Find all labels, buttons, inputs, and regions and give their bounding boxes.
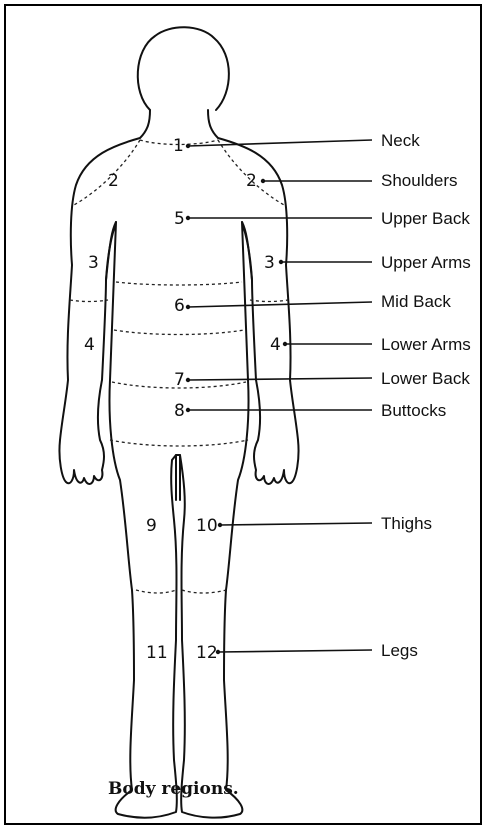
region-number-upper-arms: 3 — [264, 253, 275, 273]
region-number-legs: 12 — [196, 643, 218, 663]
region-number-left-shoulder: 2 — [108, 171, 119, 191]
label-shoulders: Shoulders — [381, 171, 458, 190]
region-number-left-thigh: 9 — [146, 516, 157, 536]
label-lower-back: Lower Back — [381, 369, 470, 388]
label-thighs: Thighs — [381, 514, 432, 533]
region-number-lower-arms: 4 — [270, 335, 281, 355]
label-lower-arms: Lower Arms — [381, 335, 471, 354]
label-upper-arms: Upper Arms — [381, 253, 471, 272]
label-legs: Legs — [381, 641, 418, 660]
region-number-upper-back: 5 — [174, 209, 185, 229]
region-number-neck: 1 — [173, 136, 184, 156]
region-number-mid-back: 6 — [174, 296, 185, 316]
label-neck: Neck — [381, 131, 420, 150]
region-number-left-upper-arm: 3 — [88, 253, 99, 273]
region-number-buttocks: 8 — [174, 401, 185, 421]
diagram-caption: Body regions. — [108, 779, 239, 799]
region-number-left-lower-arm: 4 — [84, 335, 95, 355]
region-number-shoulders: 2 — [246, 171, 257, 191]
region-number-lower-back: 7 — [174, 370, 185, 390]
leader-dots — [186, 144, 287, 654]
label-mid-back: Mid Back — [381, 292, 451, 311]
region-number-thighs: 10 — [196, 516, 218, 536]
region-number-left-leg: 11 — [146, 643, 168, 663]
label-upper-back: Upper Back — [381, 209, 470, 228]
label-buttocks: Buttocks — [381, 401, 446, 420]
